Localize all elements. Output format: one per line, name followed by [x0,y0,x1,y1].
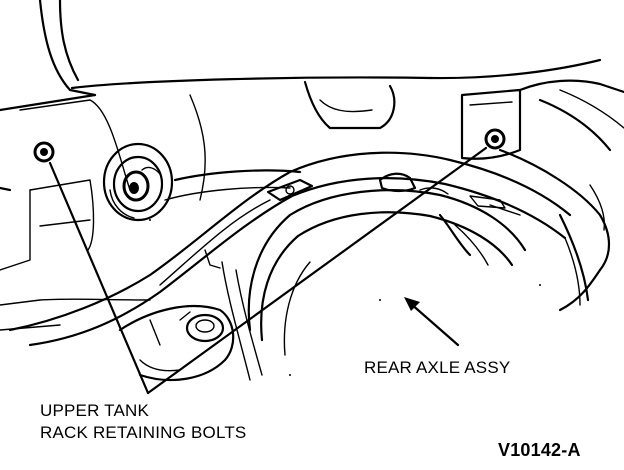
fuel-tank-body [204,189,527,381]
filler-grommet [102,142,174,222]
bolt-leader-lines [48,146,488,395]
lower-bracket [118,304,235,382]
rear-axle-label: REAR AXLE ASSY [364,358,511,377]
retaining-bolts-label-line1: UPPER TANK [40,401,150,420]
upper-right-panel [303,79,624,312]
retaining-bolts-label: UPPER TANK RACK RETAINING BOLTS [40,400,246,444]
retaining-bolt-left [33,141,55,163]
figure-code: V10142-A [498,440,581,460]
tank-rack-strap [8,151,590,347]
speckle-dots [149,219,541,376]
strap-clips [266,172,521,216]
body-panel-outline [0,0,602,331]
retaining-bolts-label-line2: RACK RETAINING BOLTS [40,423,247,442]
retaining-bolt-right [484,128,506,150]
axle-arrow [404,297,460,347]
